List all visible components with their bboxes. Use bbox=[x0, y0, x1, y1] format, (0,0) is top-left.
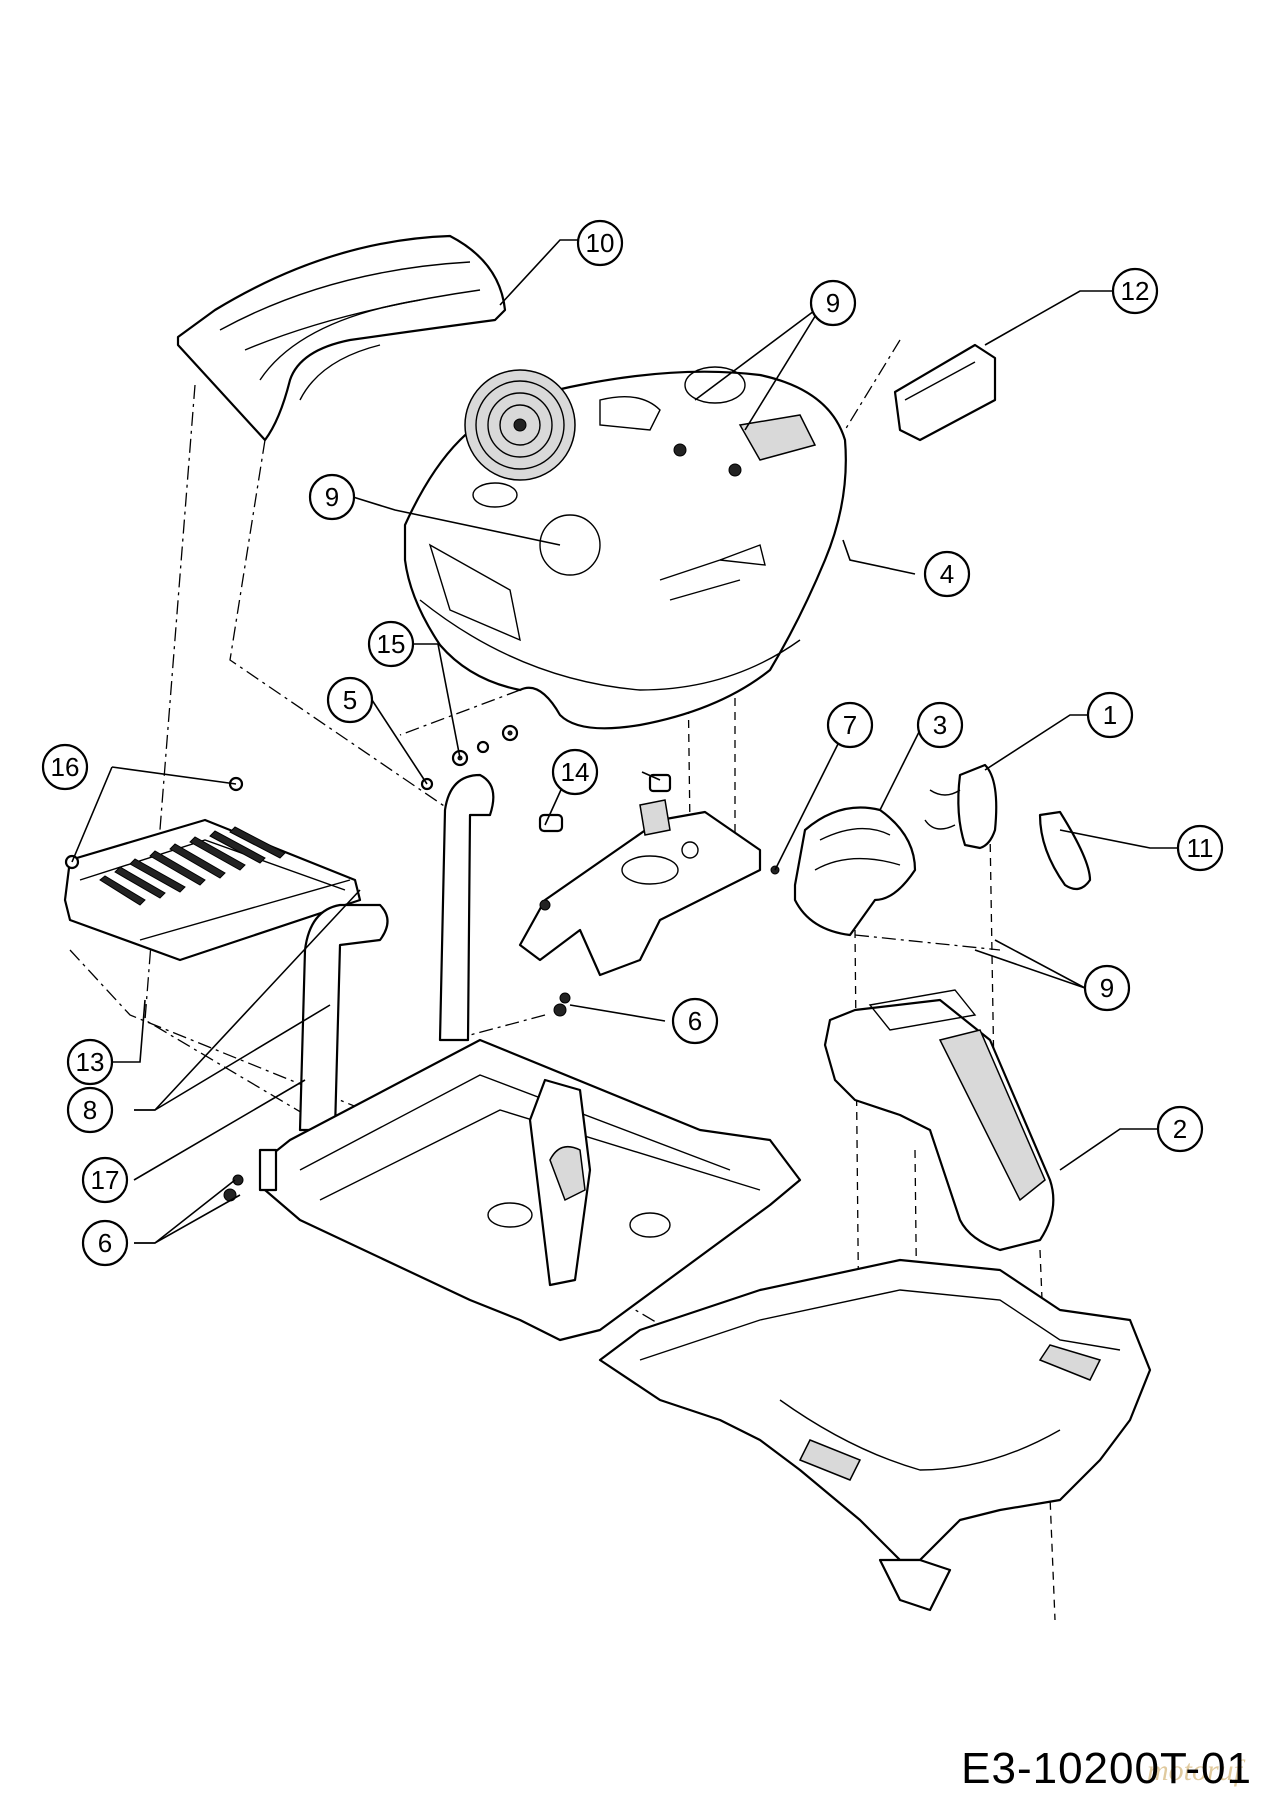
part-2-column-housing bbox=[823, 989, 1055, 1252]
drawing-code: E3-10200T-01 bbox=[961, 1744, 1252, 1793]
watermark: motoruf bbox=[1146, 1754, 1242, 1787]
callout-12: 12 bbox=[1111, 267, 1159, 315]
callout-11: 11 bbox=[1176, 824, 1224, 872]
svg-text:16: 16 bbox=[51, 752, 80, 782]
part-13-tray bbox=[63, 776, 362, 962]
tray-slots bbox=[99, 826, 286, 906]
svg-text:9: 9 bbox=[826, 288, 840, 318]
part-14-plate bbox=[518, 773, 762, 977]
part-3-steering-cover bbox=[770, 806, 917, 937]
callout-9-left: 9 bbox=[308, 473, 356, 521]
part-10-rear-cover bbox=[176, 234, 507, 442]
callout-9-top: 9 bbox=[809, 279, 857, 327]
callouts: 10 9 12 9 4 15 5 16 bbox=[41, 219, 1224, 1267]
svg-text:6: 6 bbox=[98, 1228, 112, 1258]
leader-lines bbox=[71, 239, 1190, 1244]
callout-13: 13 bbox=[66, 1038, 114, 1086]
fasteners-5-15 bbox=[420, 724, 519, 791]
svg-text:12: 12 bbox=[1121, 276, 1150, 306]
part-4-hood bbox=[403, 366, 847, 730]
chassis-frame bbox=[223, 992, 802, 1342]
callout-17: 17 bbox=[81, 1156, 129, 1204]
footrest-deck bbox=[598, 1258, 1152, 1612]
svg-text:4: 4 bbox=[940, 559, 954, 589]
svg-text:13: 13 bbox=[76, 1047, 105, 1077]
svg-text:10: 10 bbox=[586, 228, 615, 258]
callout-7: 7 bbox=[826, 701, 874, 749]
callout-4: 4 bbox=[923, 550, 971, 598]
callout-6-bottom: 6 bbox=[81, 1219, 129, 1267]
callout-10: 10 bbox=[576, 219, 624, 267]
callout-2: 2 bbox=[1156, 1105, 1204, 1153]
svg-text:8: 8 bbox=[83, 1095, 97, 1125]
callout-16: 16 bbox=[41, 743, 89, 791]
callout-5: 5 bbox=[326, 676, 374, 724]
svg-text:15: 15 bbox=[377, 629, 406, 659]
svg-text:5: 5 bbox=[343, 685, 357, 715]
callout-15: 15 bbox=[367, 620, 415, 668]
part-12-cap bbox=[893, 343, 997, 442]
svg-text:14: 14 bbox=[561, 757, 590, 787]
svg-text:1: 1 bbox=[1103, 700, 1117, 730]
callout-3: 3 bbox=[916, 701, 964, 749]
svg-text:11: 11 bbox=[1187, 833, 1214, 863]
svg-text:7: 7 bbox=[843, 710, 857, 740]
svg-text:9: 9 bbox=[325, 482, 339, 512]
part-1-lever bbox=[924, 763, 998, 850]
callout-1: 1 bbox=[1086, 691, 1134, 739]
svg-text:6: 6 bbox=[688, 1006, 702, 1036]
svg-text:3: 3 bbox=[933, 710, 947, 740]
svg-text:2: 2 bbox=[1173, 1114, 1187, 1144]
callout-6-mid: 6 bbox=[671, 997, 719, 1045]
part-11-knob bbox=[1038, 810, 1092, 891]
svg-text:17: 17 bbox=[91, 1165, 120, 1195]
callout-9-right: 9 bbox=[1083, 964, 1131, 1012]
svg-text:9: 9 bbox=[1100, 973, 1114, 1003]
callout-14: 14 bbox=[551, 748, 599, 796]
callout-8: 8 bbox=[66, 1086, 114, 1134]
part-8-17-handles bbox=[298, 773, 495, 1132]
